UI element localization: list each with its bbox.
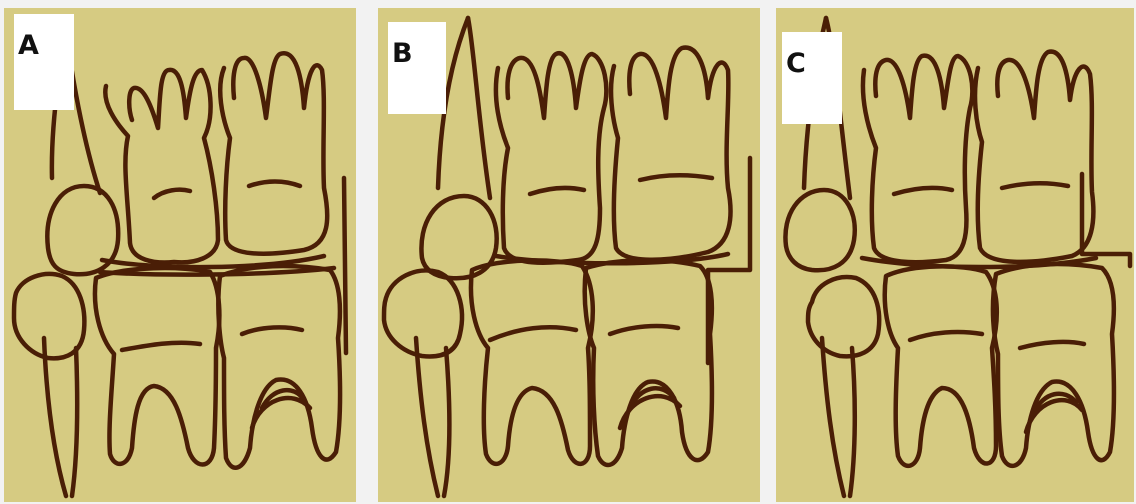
panel-label-box: B	[388, 22, 446, 114]
panel-label-box: C	[782, 32, 842, 124]
panel-b: B	[378, 8, 760, 502]
panel-label: A	[18, 32, 39, 59]
panel-c: C	[776, 8, 1134, 502]
panel-a: A	[4, 8, 356, 502]
panel-label-box: A	[14, 14, 74, 110]
panel-label: B	[392, 40, 413, 67]
panel-label: C	[786, 50, 806, 77]
